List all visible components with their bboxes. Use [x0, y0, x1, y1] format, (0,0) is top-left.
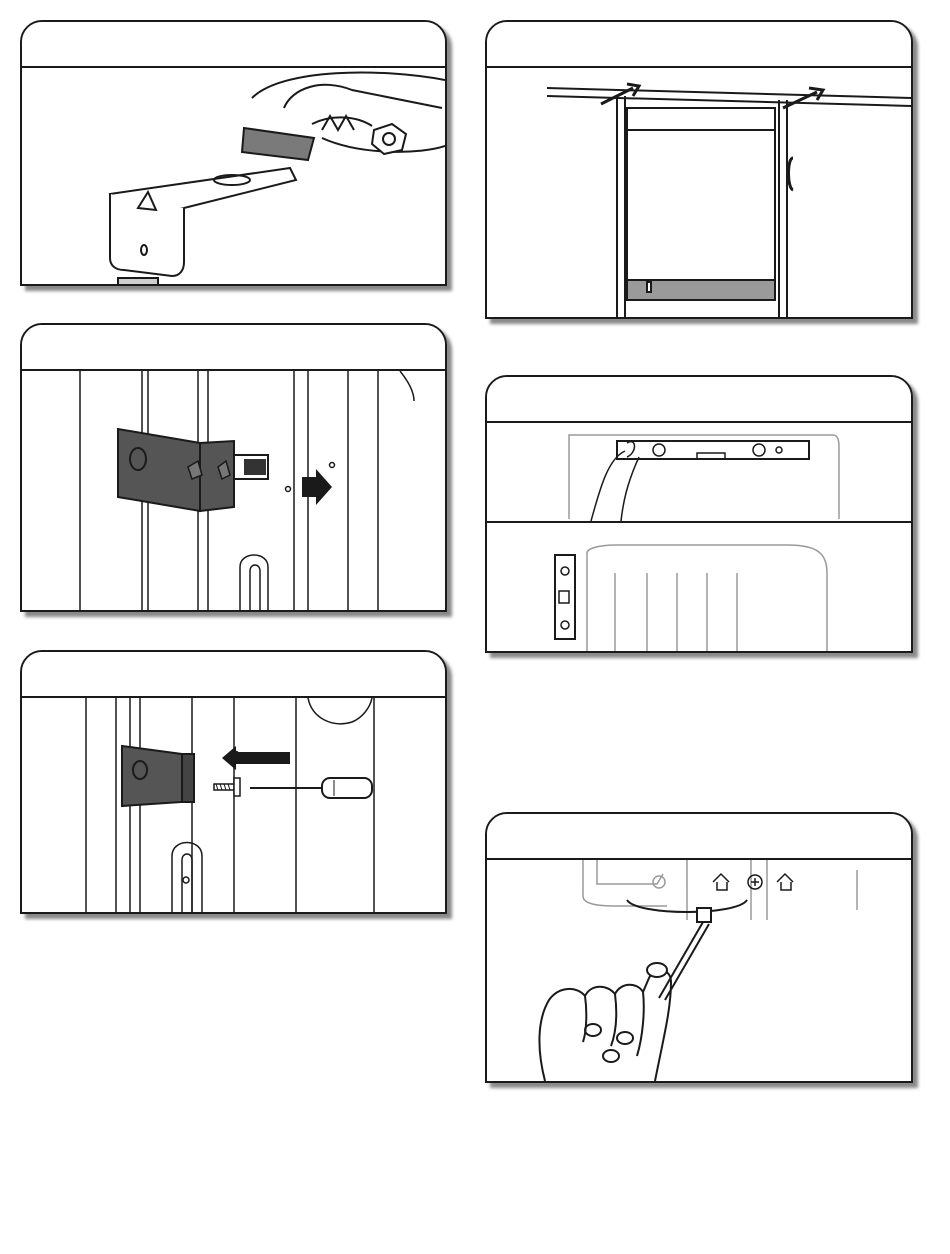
pliers-bending-bracket-icon — [22, 68, 445, 284]
sub-panel-divider — [487, 521, 911, 523]
panel-dishwasher-under-counter — [485, 20, 913, 319]
panel-level-and-side-bracket — [485, 375, 913, 653]
panel-header — [487, 377, 911, 423]
panel-illustration — [487, 68, 911, 317]
panel-bracket-slide-out — [20, 323, 447, 612]
panel-illustration — [22, 68, 445, 284]
panel-header — [22, 22, 445, 68]
panel-illustration — [22, 371, 445, 610]
panel-illustration — [22, 698, 445, 912]
level-tool-icon — [487, 423, 911, 651]
panel-header — [487, 814, 911, 860]
screwdriver-icon — [22, 698, 445, 912]
panel-screw-into-bracket — [20, 650, 447, 914]
dishwasher-push-arrows-icon — [487, 68, 911, 317]
panel-illustration — [487, 423, 911, 651]
panel-illustration — [487, 860, 911, 1081]
bracket-slide-arrow-icon — [22, 371, 445, 610]
panel-header — [22, 325, 445, 371]
hand-screwdriver-icon — [487, 860, 911, 1081]
panel-header — [22, 652, 445, 698]
panel-header — [487, 22, 911, 68]
panel-screwdriver-adjust-leg — [485, 812, 913, 1083]
panel-bracket-pliers — [20, 20, 447, 286]
